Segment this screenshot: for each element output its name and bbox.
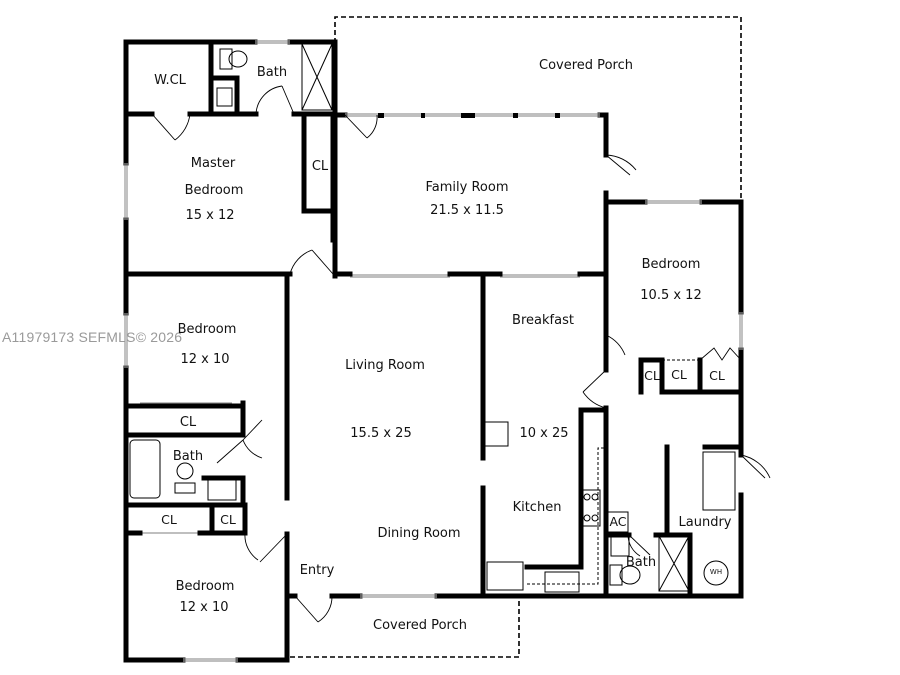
room-label-master-bedroom-1: Master xyxy=(190,156,236,171)
room-label-right-cl-1: CL xyxy=(644,368,660,383)
room-label-bedroom-right: Bedroom xyxy=(641,257,701,272)
room-label-kitchen: Kitchen xyxy=(512,500,562,515)
room-size-living-room: 15.5 x 25 xyxy=(350,426,412,441)
room-label-laundry: Laundry xyxy=(678,515,732,530)
room-label-right-cl-3: CL xyxy=(709,368,725,383)
room-label-ac: AC xyxy=(609,514,627,529)
room-size-family-room: 21.5 x 11.5 xyxy=(430,203,504,218)
counter-dashes xyxy=(527,359,700,585)
door-swings xyxy=(151,85,771,623)
room-label-master-cl: CL xyxy=(311,159,329,174)
room-label-lower-cl-1: CL xyxy=(161,512,177,527)
room-label-living-room: Living Room xyxy=(345,358,425,373)
room-label-dining-room: Dining Room xyxy=(377,526,461,541)
interior-walls xyxy=(123,39,744,599)
room-label-lower-cl-2: CL xyxy=(220,512,236,527)
room-label-hall-bath: Bath xyxy=(172,449,204,464)
room-label-master-bedroom-2: Bedroom xyxy=(184,183,244,198)
exterior-walls xyxy=(123,39,744,663)
room-label-right-cl-2: CL xyxy=(671,367,687,382)
porch-outlines xyxy=(290,16,742,658)
room-label-hall-cl: CL xyxy=(179,415,197,430)
watermark: A11979173 SEFMLS© 2026 xyxy=(2,329,183,345)
room-label-bedroom-left-upper: Bedroom xyxy=(177,322,237,337)
room-label-master-bath: Bath xyxy=(256,65,288,80)
room-label-covered-porch-bottom: Covered Porch xyxy=(373,618,467,633)
fixtures xyxy=(129,43,736,593)
water-heater-label: WH xyxy=(709,568,723,576)
room-label-breakfast: Breakfast xyxy=(512,313,574,328)
room-label-entry: Entry xyxy=(299,563,335,578)
room-size-master-bedroom: 15 x 12 xyxy=(185,208,235,223)
room-label-wcl: W.CL xyxy=(154,73,186,88)
room-label-covered-porch-top: Covered Porch xyxy=(539,58,633,73)
room-size-bedroom-left-upper: 12 x 10 xyxy=(180,352,230,367)
room-label-bedroom-left-lower: Bedroom xyxy=(175,579,235,594)
room-size-kitchen: 10 x 25 xyxy=(519,426,569,441)
room-label-family-room: Family Room xyxy=(425,180,509,195)
room-label-laundry-bath: Bath xyxy=(625,555,657,570)
window-mullions xyxy=(378,113,560,118)
room-size-bedroom-right: 10.5 x 12 xyxy=(640,288,702,303)
room-size-bedroom-left-lower: 12 x 10 xyxy=(179,600,229,615)
